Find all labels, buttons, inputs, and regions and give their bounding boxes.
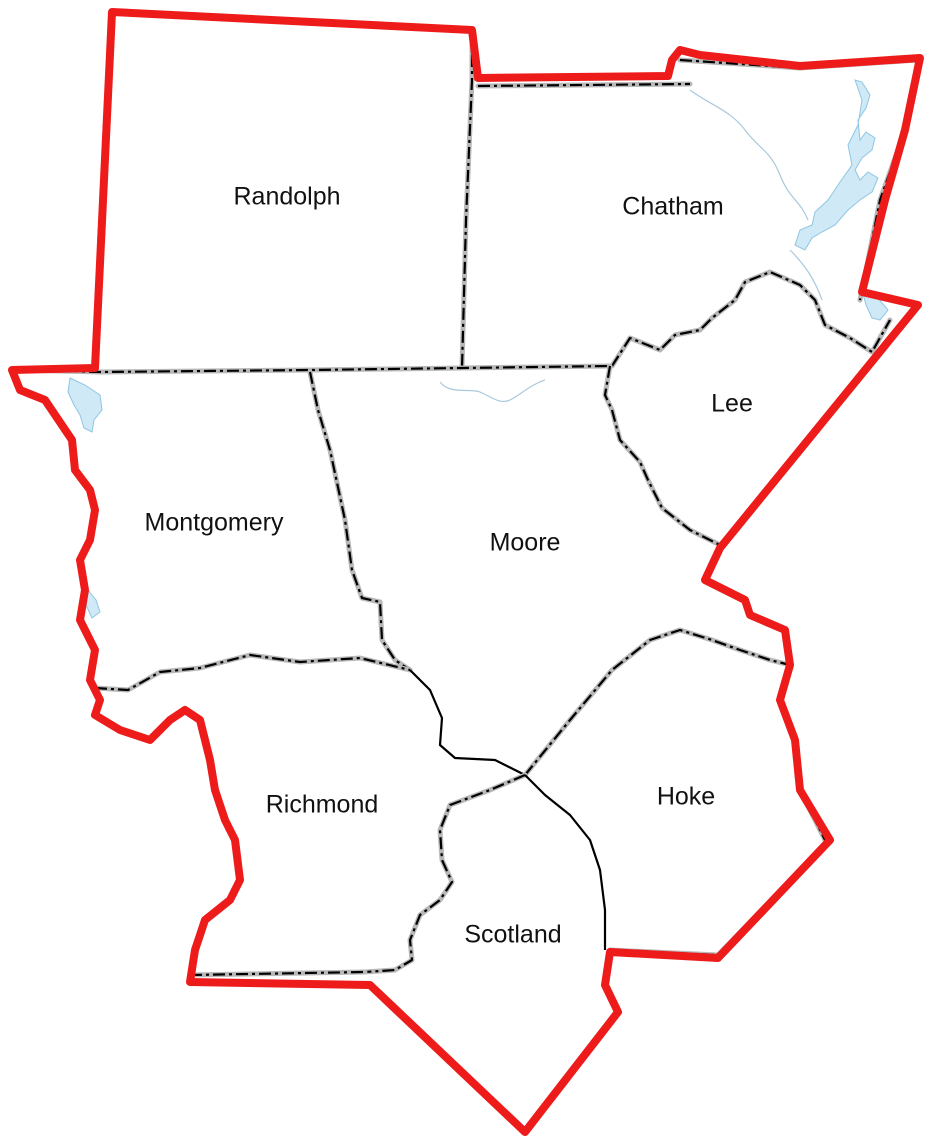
label-chatham: Chatham xyxy=(622,193,723,221)
rocky-river xyxy=(789,249,823,301)
boundary-montgomery-moore xyxy=(308,371,411,671)
deep-river xyxy=(689,89,809,221)
water-features xyxy=(67,79,889,619)
label-richmond: Richmond xyxy=(266,791,379,819)
label-montgomery: Montgomery xyxy=(145,509,284,537)
label-hoke: Hoke xyxy=(657,783,715,811)
boundary-richmond-south xyxy=(189,970,366,977)
boundary-richmond-scotland xyxy=(364,773,526,974)
label-lee: Lee xyxy=(711,390,753,418)
jordan-lake xyxy=(794,79,879,251)
boundary-lee-moore xyxy=(603,365,721,546)
region-outline xyxy=(8,8,924,1136)
boundary-montgomery-richmond xyxy=(94,653,411,692)
label-moore: Moore xyxy=(490,529,561,557)
boundary-scotland-hoke xyxy=(524,774,607,950)
boundary-moore-hoke xyxy=(524,628,791,776)
lake-tillery xyxy=(67,377,103,433)
moore-creek xyxy=(439,379,546,403)
county-labels: Randolph Chatham Lee Montgomery Moore Ri… xyxy=(142,180,755,951)
boundary-moore-richmond xyxy=(409,669,526,776)
region-fill xyxy=(15,12,920,1132)
boundary-chatham-lee xyxy=(611,270,891,367)
label-randolph: Randolph xyxy=(233,183,340,211)
label-scotland: Scotland xyxy=(464,921,561,949)
